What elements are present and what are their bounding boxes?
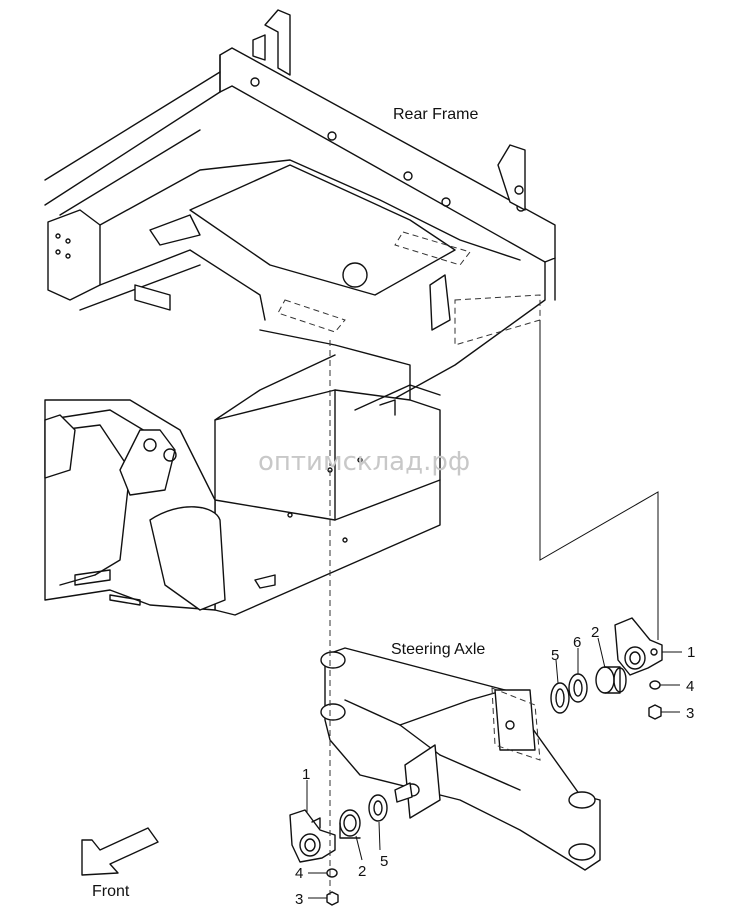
callout-right-6: 6 [573, 634, 581, 651]
callout-right-1: 1 [687, 644, 695, 661]
callout-left-1: 1 [302, 766, 310, 783]
callout-right-5: 5 [551, 647, 559, 664]
callout-left-5: 5 [380, 853, 388, 870]
steering-axle-label: Steering Axle [391, 641, 485, 658]
front-label: Front [92, 883, 130, 900]
callout-right-2: 2 [591, 624, 599, 641]
callout-left-2: 2 [358, 863, 366, 880]
leader-lines [306, 637, 682, 899]
watermark: оптимсклад.рф [258, 447, 470, 477]
steering-axle-drawing [320, 647, 601, 871]
callout-left-4: 4 [295, 865, 303, 882]
rear-frame-drawing [44, 9, 556, 616]
left-mount-hardware [289, 794, 388, 906]
callout-right-4: 4 [686, 678, 694, 695]
rear-frame-label: Rear Frame [393, 106, 478, 123]
right-mount-hardware [550, 617, 663, 720]
front-direction-arrow [81, 827, 159, 876]
assembly-lines [329, 320, 659, 895]
callout-right-3: 3 [686, 705, 694, 722]
callout-left-3: 3 [295, 891, 303, 908]
